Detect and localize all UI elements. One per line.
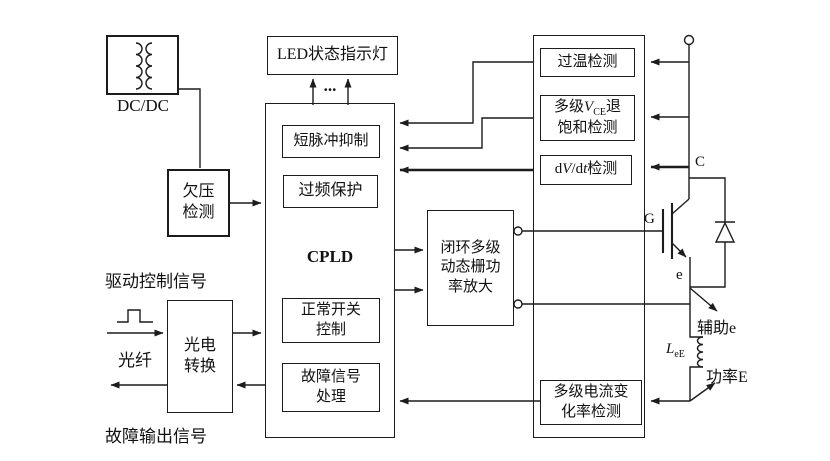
drive-control-label: 驱动控制信号 (105, 272, 207, 291)
didt-line2: 化率检测 (560, 403, 621, 420)
dvdt-post: 检测 (587, 161, 618, 178)
cpld-title: CPLD (306, 247, 354, 266)
led-dots: ... (323, 76, 337, 95)
gate-label: G (644, 211, 655, 227)
over-freq-box: 过频保护 (283, 175, 378, 208)
aux-emitter-label: 辅助e (697, 320, 737, 337)
opto-line1: 光电 (183, 336, 216, 354)
emitter-line (689, 257, 703, 338)
fiber-label: 光纤 (118, 351, 152, 370)
lee-label: LeE (666, 341, 685, 360)
arrow-power-emitter (689, 382, 716, 402)
dvdt-mid: /d (571, 161, 584, 178)
normal-switch-line2: 控制 (315, 321, 346, 338)
gate-amp-line1: 闭环多级 (440, 239, 501, 256)
diode-symbol (689, 177, 736, 288)
arrow-aux-emitter (689, 287, 718, 312)
vce-v: V (584, 98, 594, 115)
led-status-box: LED状态指示灯 (267, 36, 398, 75)
collector-label: C (695, 154, 706, 170)
fault-signal-line1: 故障信号 (300, 369, 361, 385)
didt-box: 多级电流变 化率检测 (540, 380, 642, 425)
vce-subscript: CE (593, 106, 606, 118)
power-emitter-line (689, 366, 703, 401)
transformer-icon (135, 42, 153, 90)
dvdt-label: dV/dt检测 (555, 160, 618, 180)
amp-terminal-circles (513, 226, 523, 309)
opto-box: 光电 转换 (167, 300, 233, 413)
led-status-label: LED状态指示灯 (276, 46, 389, 64)
undervoltage-line1: 欠压 (182, 183, 215, 201)
collector-terminal-circle (683, 34, 695, 46)
over-temp-label: 过温检测 (557, 53, 618, 70)
sense-unit-box (533, 35, 645, 438)
dcdc-label: DC/DC (117, 96, 169, 115)
arrow-vce-to-cpld (399, 117, 533, 152)
vce-line2: 饱和检测 (557, 119, 618, 136)
igbt-symbol (522, 198, 690, 259)
vce-pre: 多级 (554, 98, 585, 115)
gate-amp-line2: 动态栅功 (440, 259, 501, 276)
fault-signal-line2: 处理 (315, 388, 346, 405)
gate-amp-box: 闭环多级 动态栅功 率放大 (427, 210, 514, 326)
short-pulse-label: 短脉冲抑制 (293, 132, 369, 149)
pulse-icon (117, 309, 153, 323)
emitter-label: e (676, 267, 683, 283)
fault-signal-box: 故障信号 处理 (282, 363, 380, 412)
dvdt-d: d (554, 161, 563, 178)
lee-subscript: eE (674, 349, 685, 360)
vce-post: 退 (605, 98, 621, 115)
fault-output-label: 故障输出信号 (105, 427, 207, 446)
cpld-box (265, 103, 395, 438)
lee-symbol: L (666, 341, 675, 357)
short-pulse-box: 短脉冲抑制 (282, 125, 380, 158)
dvdt-box: dV/dt检测 (540, 155, 632, 185)
didt-line1: 多级电流变 (553, 384, 629, 400)
vce-desat-box: 多级VCE退 饱和检测 (540, 95, 635, 141)
dvdt-t: t (583, 161, 588, 178)
normal-switch-box: 正常开关 控制 (282, 298, 380, 343)
opto-line2: 转换 (183, 357, 216, 375)
arrow-overtemp-to-cpld (399, 61, 533, 127)
gate-amp-line3: 率放大 (447, 278, 493, 295)
wire-dcdc-to-undervolt (179, 88, 201, 168)
undervoltage-line2: 检测 (182, 204, 215, 221)
over-freq-label: 过频保护 (298, 182, 363, 200)
dcdc-box (106, 35, 179, 95)
over-temp-box: 过温检测 (540, 48, 635, 77)
inductor-symbol (696, 336, 704, 368)
vce-line1: 多级VCE退 (554, 98, 621, 119)
dvdt-v: V (562, 161, 572, 178)
undervoltage-box: 欠压 检测 (167, 169, 230, 237)
power-emitter-label: 功率E (706, 369, 748, 386)
normal-switch-line1: 正常开关 (300, 302, 361, 318)
